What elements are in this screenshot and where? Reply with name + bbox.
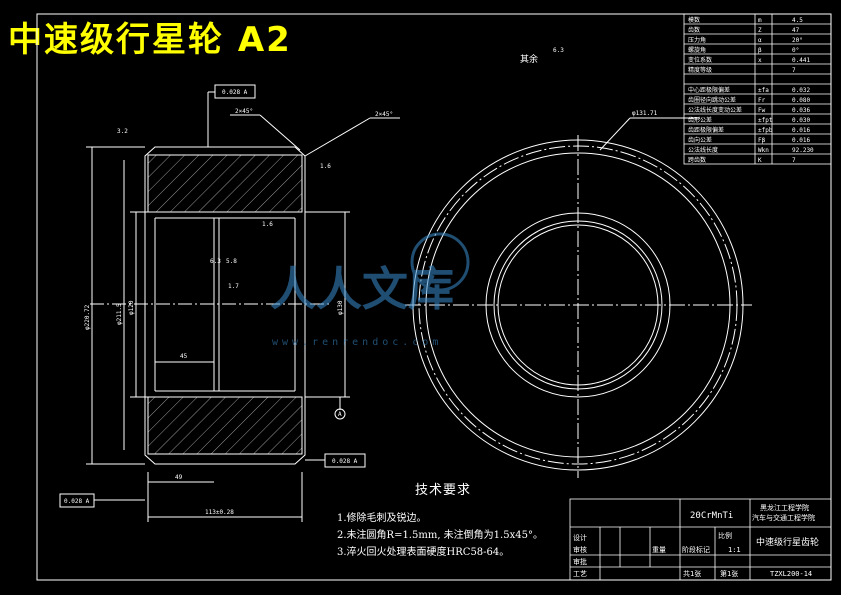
param-name-3: 螺旋角 — [688, 46, 706, 54]
param-sym-7: ±fa — [758, 87, 769, 94]
rough-face: 3.2 — [117, 128, 128, 135]
param-sym-8: Fr — [758, 97, 766, 104]
drawing-frame — [36, 13, 832, 581]
param-sym-12: Fβ — [758, 137, 766, 144]
dim-tip: φ220.72 — [84, 304, 91, 330]
rough-bore: 1.6 — [262, 221, 273, 228]
title-block — [569, 498, 832, 581]
rough-other: 6.3 — [210, 258, 221, 265]
section-view — [59, 84, 400, 522]
dim-ring: φ131.71 — [632, 110, 658, 117]
param-val-14: 7 — [792, 157, 796, 164]
tb-scale: 1:1 — [728, 546, 741, 554]
param-name-2: 压力角 — [688, 36, 706, 44]
dim-groove-off: 45 — [180, 353, 188, 360]
param-sym-4: x — [758, 57, 762, 64]
param-name-9: 公法线长度变动公差 — [688, 106, 742, 114]
watermark: 人人文库 www.renrendoc.com — [270, 232, 470, 348]
param-sym-1: Z — [758, 27, 762, 34]
surface-note: 其余 — [520, 53, 538, 65]
tb-approver: 审批 — [573, 557, 587, 566]
datum-label: A — [338, 411, 342, 418]
param-sym-13: Wkn — [758, 147, 769, 154]
param-val-9: 0.036 — [792, 107, 810, 114]
param-name-4: 变位系数 — [688, 56, 712, 64]
drawing-title: 中速级行星轮 A2 — [8, 20, 292, 60]
param-sym-9: Fw — [758, 107, 766, 114]
tb-ratio: 比例 — [718, 531, 732, 540]
tb-drawing-no: TZXL200-14 — [770, 570, 812, 578]
dim-bore: φ120 — [128, 300, 135, 315]
dim-chamfer1: 2×45° — [235, 108, 253, 115]
lower-rim-hatch — [147, 396, 303, 455]
req-1: 1.修除毛刺及锐边。 — [337, 513, 427, 524]
tech-reqs: 1.修除毛刺及锐边。 2.未注圆角R=1.5mm, 未注倒角为1.5x45°。 … — [337, 510, 543, 561]
param-val-10: 0.030 — [792, 117, 810, 124]
param-val-11: 0.016 — [792, 127, 810, 134]
tb-craft: 工艺 — [573, 570, 587, 578]
param-val-0: 4.5 — [792, 17, 803, 24]
tb-sheets: 共1张 — [683, 569, 701, 578]
param-sym-11: ±fpb — [758, 127, 773, 134]
req-3: 3.淬火回火处理表面硬度HRC58-64。 — [337, 547, 510, 558]
param-sym-10: ±fpt — [758, 117, 773, 124]
dim-ref: φ211.5 — [116, 303, 123, 325]
tb-stage: 阶段标记 — [682, 545, 710, 554]
param-val-3: 0° — [792, 47, 799, 54]
tb-checker: 审核 — [573, 545, 587, 554]
param-val-13: 92.230 — [792, 147, 814, 154]
tb-designer: 设计 — [573, 533, 587, 542]
param-val-7: 0.032 — [792, 87, 810, 94]
param-val-1: 47 — [792, 27, 800, 34]
param-name-1: 齿数 — [688, 26, 700, 34]
param-name-8: 齿圈径向跳动公差 — [688, 96, 736, 104]
dim-hub-len: 49 — [175, 474, 183, 481]
param-name-10: 齿形公差 — [688, 116, 712, 124]
rough-tooth: 1.6 — [320, 163, 331, 170]
tech-reqs-title: 技术要求 — [415, 483, 472, 498]
param-name-11: 齿距极限偏差 — [688, 126, 724, 134]
req-2: 2.未注圆角R=1.5mm, 未注倒角为1.5x45°。 — [337, 530, 543, 541]
param-name-5: 精度等级 — [688, 66, 712, 74]
param-name-14: 跨齿数 — [688, 156, 706, 164]
front-view — [405, 117, 752, 478]
runout-top: 0.028 A — [222, 89, 248, 96]
surface-note-val: 6.3 — [553, 47, 564, 54]
param-name-13: 公法线长度 — [688, 146, 718, 154]
tb-dept: 汽车与交通工程学院 — [752, 513, 815, 522]
param-sym-2: α — [758, 37, 762, 44]
dim-groove-w: 1.7 — [228, 283, 239, 290]
dim-chamfer2: 2×45° — [375, 111, 393, 118]
param-val-5: 7 — [792, 67, 796, 74]
tb-sheet: 第1张 — [720, 569, 738, 578]
tb-school: 黑龙江工程学院 — [760, 503, 809, 512]
param-name-0: 模数 — [688, 16, 700, 24]
dim-bore2: φ130 — [337, 300, 344, 315]
tb-part-name: 中速级行星齿轮 — [756, 536, 819, 548]
upper-rim-hatch — [147, 154, 303, 213]
param-name-7: 中心距极限偏差 — [688, 86, 730, 94]
param-val-12: 0.016 — [792, 137, 810, 144]
tb-weight: 重量 — [652, 546, 666, 554]
runout-left: 0.028 A — [64, 498, 90, 505]
param-sym-14: K — [758, 157, 762, 164]
dim-width: 113±0.28 — [205, 509, 234, 516]
param-sym-0: m — [758, 17, 762, 24]
watermark-url: www.renrendoc.com — [272, 337, 442, 348]
runout-bottom: 0.028 A — [332, 458, 358, 465]
outer-profile — [144, 146, 306, 465]
param-val-8: 0.080 — [792, 97, 810, 104]
watermark-text: 人人文库 — [270, 262, 454, 316]
params-table: 模数 m 4.5 齿数 Z 47 压力角 α 20° 螺旋角 β 0° 变位系数 x 0.441 精度等级 7 中… — [683, 13, 832, 165]
tb-material: 20CrMnTi — [690, 511, 733, 521]
param-val-2: 20° — [792, 37, 803, 44]
groove-label: 5.8 — [226, 258, 237, 265]
param-name-12: 齿向公差 — [688, 136, 712, 144]
param-val-4: 0.441 — [792, 57, 810, 64]
param-sym-3: β — [758, 47, 762, 54]
runout-box-top — [214, 84, 256, 99]
datum-symbol — [334, 408, 346, 420]
